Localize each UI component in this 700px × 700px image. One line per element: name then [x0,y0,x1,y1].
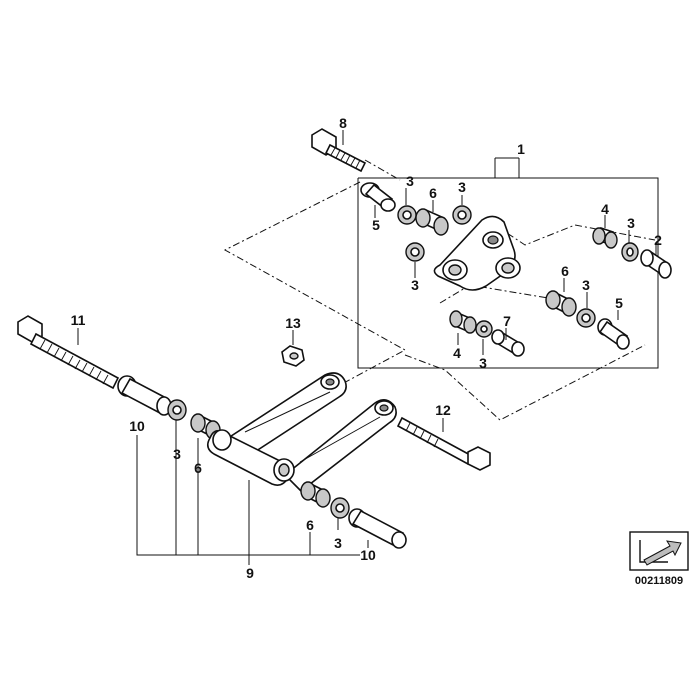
leader-lines [77,130,657,565]
bolt-11 [17,315,120,390]
callout-12: 12 [435,402,451,418]
bushing-2 [640,249,672,279]
linkage-9 [206,372,397,493]
ring-3-lower-right [576,308,596,328]
bolt-8 [311,128,367,173]
sleeve-10-right [348,508,407,549]
nut-13 [281,345,305,367]
callout-5a: 5 [372,217,380,233]
callout-9: 9 [246,565,254,581]
assembly-frame [357,157,659,369]
callout-4b: 4 [453,345,461,361]
bearing-6-top [415,208,449,236]
bearing-6-right [545,290,577,317]
bushing-5-right [597,318,630,350]
callout-13: 13 [285,315,301,331]
callout-6b: 6 [561,263,569,279]
ring-3-mid [405,242,425,262]
ring-3-right [621,242,639,262]
dashed-lines [223,159,656,421]
callout-1: 1 [517,141,525,157]
callout-3d: 3 [627,215,635,231]
diagram-reference-arrow-icon [629,531,689,571]
callout-7: 7 [503,313,511,329]
bushing-5-top [360,182,396,212]
bearing-6-bottom [300,481,331,508]
callout-3g: 3 [173,446,181,462]
ring-3-top-right [452,205,472,225]
callout-3c: 3 [411,277,419,293]
callout-2: 2 [654,232,662,248]
callout-6a: 6 [429,185,437,201]
ring-3-top-left [397,205,417,225]
callout-5b: 5 [615,295,623,311]
callout-4a: 4 [601,201,609,217]
callout-3e: 3 [582,277,590,293]
bolt-12 [396,416,491,471]
callout-3a: 3 [406,173,414,189]
reference-number: 00211809 [635,575,683,587]
callout-10a: 10 [129,418,145,434]
ring-3-bottom [330,497,350,519]
callout-6c: 6 [194,460,202,476]
bearing-4-left [449,310,477,334]
callout-8: 8 [339,115,347,131]
callout-10b: 10 [360,547,376,563]
bearing-4-right [592,226,618,249]
ring-3-left [167,399,187,421]
callout-6d: 6 [306,517,314,533]
callout-numbers: 1 2 3 3 3 3 3 3 3 3 4 4 5 5 6 6 6 6 7 8 … [71,115,663,581]
callout-3f: 3 [479,355,487,371]
bearing-6-left [190,413,221,440]
ring-3-lower-left [475,320,493,338]
sleeve-10-left [117,375,172,416]
sleeve-7 [491,329,525,357]
rocker-part [433,215,521,291]
callout-11: 11 [71,312,86,328]
callout-3b: 3 [458,179,466,195]
callout-3h: 3 [334,535,342,551]
